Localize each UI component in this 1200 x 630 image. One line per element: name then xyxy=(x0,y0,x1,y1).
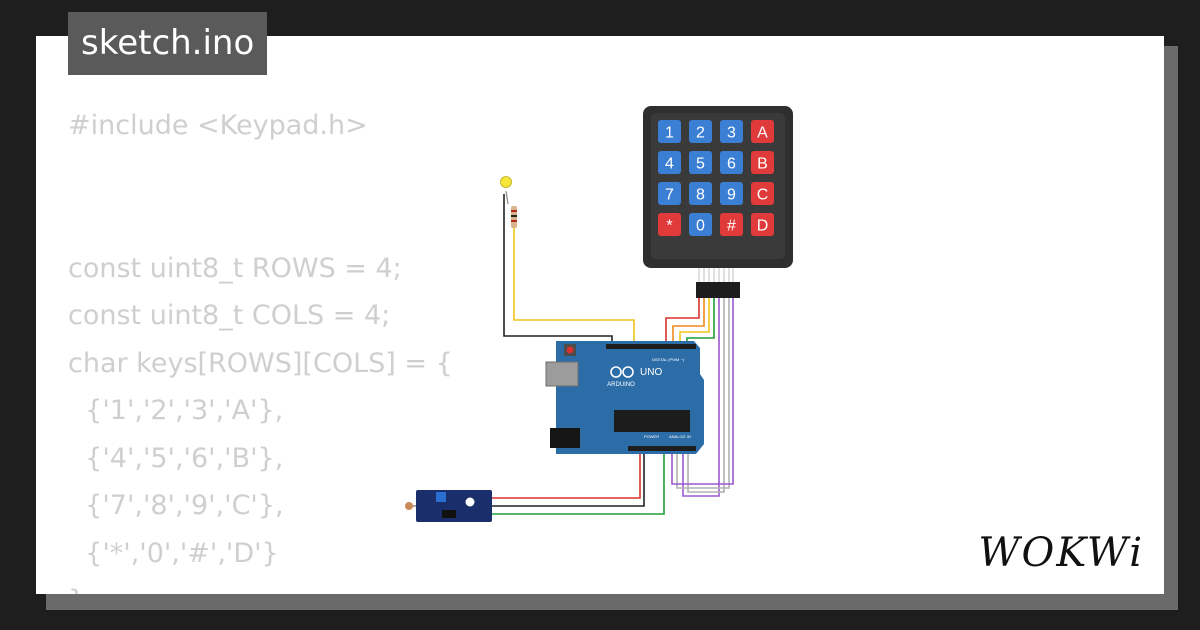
usb-port xyxy=(545,361,579,387)
code-line: {'4','5','6','B'}, xyxy=(68,442,284,474)
sensor-vcc-wire xyxy=(492,454,641,499)
preview-card[interactable]: #include <Keypad.h> const uint8_t ROWS =… xyxy=(36,36,1164,594)
keypad-wire-4 xyxy=(686,298,715,346)
code-line: }; xyxy=(68,577,453,594)
arduino-logo-icon xyxy=(610,366,634,378)
code-line: {'7','8','9','C'}, xyxy=(68,490,284,521)
keypad-key-label: * xyxy=(666,218,672,235)
light-sensor-module[interactable] xyxy=(405,490,492,522)
keypad-wire-5 xyxy=(682,298,720,497)
digital-header xyxy=(606,344,696,349)
power-jack xyxy=(550,428,580,448)
potentiometer-icon xyxy=(436,492,446,502)
keypad-key[interactable]: 6 xyxy=(720,151,743,174)
arduino-uno-board[interactable]: ARDUINO UNO DIGITAL (PWM ~) POWER ANALOG… xyxy=(545,341,704,454)
power-label: POWER xyxy=(644,434,659,439)
keypad-component[interactable]: 1 2 3 A 4 5 6 B 7 8 9 C * 0 # D xyxy=(643,106,793,298)
board-name: UNO xyxy=(640,367,662,378)
keypad-key[interactable]: A xyxy=(751,120,774,143)
keypad-key-label: 7 xyxy=(665,187,674,204)
code-line: const uint8_t COLS = 4; xyxy=(68,300,391,331)
keypad-key[interactable]: D xyxy=(751,213,774,236)
keypad-key-label: B xyxy=(757,156,768,173)
code-editor: #include <Keypad.h> const uint8_t ROWS =… xyxy=(68,102,453,594)
keypad-wire-3 xyxy=(679,298,710,346)
led-icon xyxy=(500,176,512,188)
wokwi-logo: WOKWi xyxy=(978,530,1144,576)
code-line: #include <Keypad.h> xyxy=(68,110,368,141)
keypad-key[interactable]: 4 xyxy=(658,151,681,174)
led-ground-wire xyxy=(503,194,613,346)
code-line: char keys[ROWS][COLS] = { xyxy=(68,347,453,379)
code-line: const uint8_t ROWS = 4; xyxy=(68,252,402,284)
keypad-key-label: 2 xyxy=(696,125,705,142)
keypad-connector xyxy=(696,282,740,298)
led-signal-wire xyxy=(513,226,635,346)
photoresistor-icon xyxy=(405,502,413,510)
analog-header xyxy=(628,446,696,451)
keypad-key[interactable]: 1 xyxy=(658,120,681,143)
circuit-diagram[interactable]: 1 2 3 A 4 5 6 B 7 8 9 C * 0 # D xyxy=(36,36,1164,594)
keypad-wire-1 xyxy=(665,298,700,346)
led-component[interactable] xyxy=(500,176,518,229)
keypad-wire-7 xyxy=(676,298,730,489)
atmega-chip xyxy=(614,410,690,432)
keypad-keys: 1 2 3 A 4 5 6 B 7 8 9 C * 0 # D xyxy=(658,120,774,236)
keypad-key[interactable]: # xyxy=(720,213,743,236)
arduino-brand: ARDUINO xyxy=(607,382,635,388)
keypad-wire-8 xyxy=(671,298,734,485)
keypad-key[interactable]: 9 xyxy=(720,182,743,205)
code-line: {'1','2','3','A'}, xyxy=(68,395,284,426)
keypad-key-label: 3 xyxy=(727,125,736,142)
keypad-key[interactable]: 0 xyxy=(689,213,712,236)
keypad-key[interactable]: B xyxy=(751,151,774,174)
analog-label: ANALOG IN xyxy=(669,434,691,439)
keypad-key-label: D xyxy=(757,218,769,235)
sensor-gnd-wire xyxy=(492,454,645,507)
keypad-key[interactable]: 7 xyxy=(658,182,681,205)
keypad-wire-6 xyxy=(687,298,725,493)
keypad-key-label: 0 xyxy=(696,218,705,235)
keypad-key[interactable]: 5 xyxy=(689,151,712,174)
file-title: sketch.ino xyxy=(68,12,268,75)
keypad-key[interactable]: 3 xyxy=(720,120,743,143)
keypad-key-label: 5 xyxy=(696,156,705,173)
keypad-key-label: 1 xyxy=(665,125,674,142)
keypad-key[interactable]: 2 xyxy=(689,120,712,143)
keypad-key-label: 6 xyxy=(727,156,736,173)
digital-label: DIGITAL (PWM ~) xyxy=(652,357,685,362)
sensor-out-wire xyxy=(492,454,665,515)
keypad-key-label: A xyxy=(757,125,768,142)
keypad-key-label: # xyxy=(727,218,736,235)
keypad-wire-2 xyxy=(672,298,705,346)
keypad-key[interactable]: * xyxy=(658,213,681,236)
keypad-key-label: C xyxy=(757,187,769,204)
keypad-key[interactable]: C xyxy=(751,182,774,205)
keypad-key-label: 8 xyxy=(696,187,705,204)
code-line: {'*','0','#','D'} xyxy=(68,537,279,569)
keypad-key[interactable]: 8 xyxy=(689,182,712,205)
keypad-key-label: 4 xyxy=(665,156,674,173)
keypad-key-label: 9 xyxy=(727,187,736,204)
